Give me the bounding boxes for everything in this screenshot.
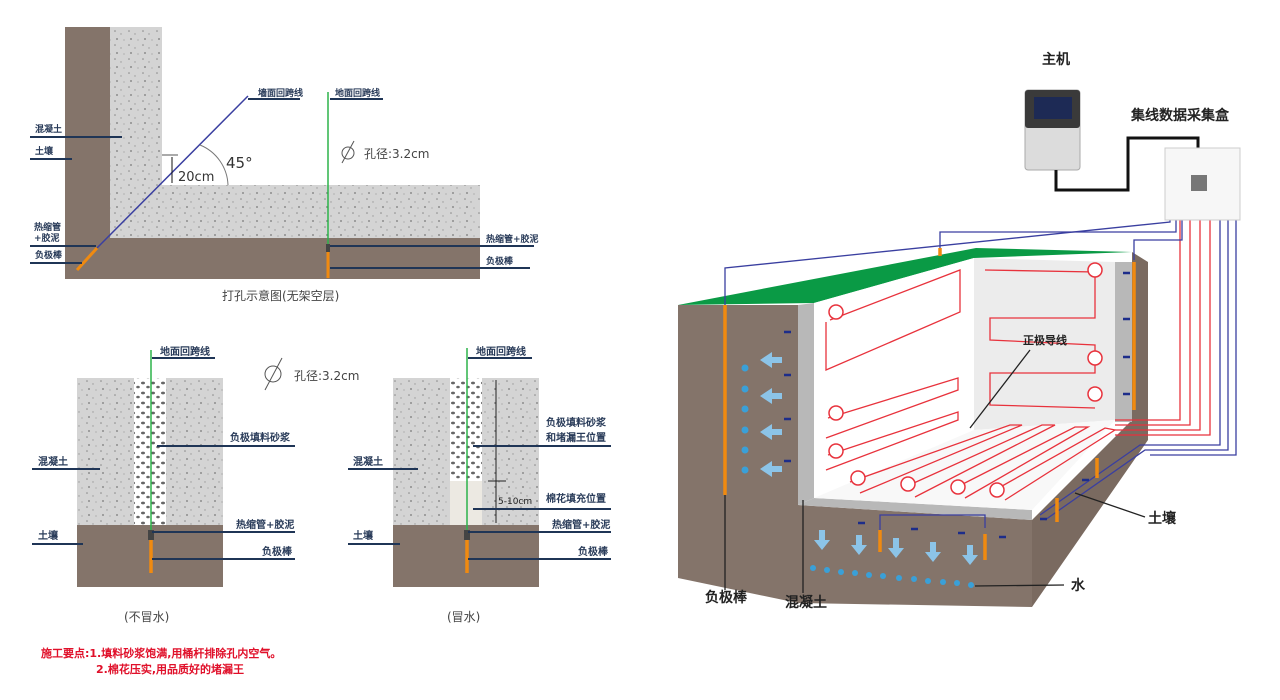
cotton-label: 棉花填充位置 [546, 492, 606, 505]
filler-mortar [450, 378, 482, 481]
filler-mortar-label: 负极填料砂浆 [230, 431, 291, 444]
drilling-diagram: 20cm 45° 孔径:3.2cm 墙面回跨线 地面回跨线 混凝土 土壤 热缩管… [30, 27, 539, 303]
heat-shrink [326, 244, 330, 252]
anode-rod-label: 负极棒 [35, 249, 63, 261]
heat-shrink-label: 热缩管+胶泥 [236, 518, 294, 531]
soil-label: 土壤 [38, 529, 59, 542]
anode-rods [723, 248, 1136, 560]
soil-front-left [678, 305, 798, 603]
concrete-label: 混凝土 [38, 455, 68, 468]
water-caption: (冒水) [447, 610, 480, 624]
inner-floor [814, 420, 1115, 510]
heat-shrink [464, 530, 470, 540]
diameter-icon [264, 365, 282, 383]
anode-rod-label: 负极棒 [705, 589, 748, 606]
screen-icon [1034, 97, 1072, 119]
heat-shrink [148, 530, 154, 540]
diameter-circle-icon [341, 146, 355, 160]
floor-return-wire-label: 地面回跨线 [160, 345, 210, 358]
angle-label: 45° [226, 154, 253, 172]
floor-return-wire-label: 地面回跨线 [335, 87, 380, 99]
note-line-1: 施工要点:1.填料砂浆饱满,用桶杆排除孔内空气。 [41, 646, 281, 660]
diameter-icon [341, 140, 355, 164]
cotton-fill [450, 481, 482, 525]
soil-floor [65, 238, 480, 279]
water-diagram: 5-10cm 地面回跨线 负极填料砂浆 和堵漏王位置 混凝土 棉花填充位置 热缩… [348, 345, 611, 624]
anode-rod-label: 负极棒 [262, 545, 293, 558]
filler-label-1: 负极填料砂浆 [546, 416, 607, 429]
floor-return-wire-label: 地面回跨线 [476, 345, 526, 358]
anode-rod-right-label: 负极棒 [486, 255, 514, 267]
inner-left-wall [814, 258, 974, 498]
soil-label: 土壤 [353, 529, 374, 542]
water-drops [741, 364, 974, 588]
anode-rod-angled [75, 246, 99, 272]
soil-label: 土壤 [35, 145, 54, 157]
collector-box [1164, 147, 1241, 221]
collector-label: 集线数据采集盒 [1130, 107, 1230, 124]
water-flow-arrows [760, 352, 978, 565]
drilling-caption: 打孔示意图(无架空层) [222, 288, 339, 303]
positive-wire-label: 正极导线 [1023, 333, 1067, 347]
heat-shrink-right-label: 热缩管+胶泥 [486, 233, 539, 245]
soil-right [1032, 252, 1148, 607]
note-line-2: 2.棉花压实,用品质好的堵漏王 [96, 662, 244, 676]
plus-markers [828, 262, 1103, 498]
filler-mortar [134, 378, 166, 525]
hole-diameter-label: 孔径:3.2cm [364, 147, 429, 161]
angle-arc [199, 144, 229, 186]
host-label: 主机 [1042, 51, 1070, 68]
inner-back-wall [974, 258, 1115, 430]
soil-wall [65, 27, 110, 279]
distance-label: 20cm [178, 170, 214, 185]
host-cable [1054, 136, 1200, 192]
range-label: 5-10cm [498, 497, 532, 507]
heat-shrink-label-1: 热缩管 [34, 221, 61, 233]
host-device [1024, 89, 1081, 171]
concrete-wall-edge [798, 303, 814, 505]
concrete-floor [110, 185, 480, 238]
ground-green [678, 248, 1132, 305]
heat-shrink-label: 热缩管+胶泥 [552, 518, 610, 531]
anode-rod-label: 负极棒 [578, 545, 609, 558]
filler-label-2: 和堵漏王位置 [545, 431, 606, 444]
qr-code-icon [1191, 175, 1207, 191]
3d-diagram: 主机 集线数据采集盒 正极导线 土壤 水 负极棒 混凝土 [678, 51, 1241, 611]
heat-shrink-label-2: +胶泥 [34, 232, 60, 244]
hole-diameter-label: 孔径:3.2cm [294, 369, 359, 383]
no-water-caption: (不冒水) [124, 610, 169, 624]
concrete-label: 混凝土 [35, 123, 62, 135]
wall-return-wire-label: 墙面回跨线 [258, 87, 303, 99]
soil-front-bottom [798, 505, 1032, 607]
minus-markers [784, 271, 1130, 539]
water-label: 水 [1071, 577, 1086, 594]
concrete-label: 混凝土 [353, 455, 383, 468]
soil-label: 土壤 [1148, 510, 1177, 527]
positive-wires [825, 220, 1211, 501]
concrete-label: 混凝土 [785, 594, 827, 611]
no-water-diagram: 地面回跨线 孔径:3.2cm 负极填料砂浆 混凝土 热缩管+胶泥 土壤 负极棒 … [32, 345, 359, 624]
